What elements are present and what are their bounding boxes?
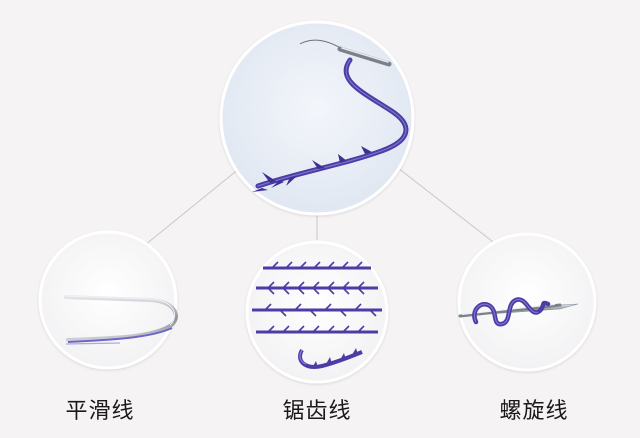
barbed-thread-circle [245, 240, 389, 384]
spiral-thread-label: 螺旋线 [499, 399, 569, 424]
spiral-thread-icon [458, 297, 579, 327]
barbed-thread-label: 锯齿线 [282, 399, 352, 424]
top-circle [219, 20, 415, 216]
spiral-thread-circle [457, 232, 597, 372]
barbed-thread-rows-icon [252, 261, 382, 369]
connector-left [144, 167, 241, 246]
smooth-thread-label: 平滑线 [65, 399, 135, 424]
connector-right [397, 167, 498, 246]
smooth-thread-icon [64, 295, 178, 345]
smooth-thread-circle [38, 230, 178, 370]
barbed-thread-icon [252, 39, 409, 192]
